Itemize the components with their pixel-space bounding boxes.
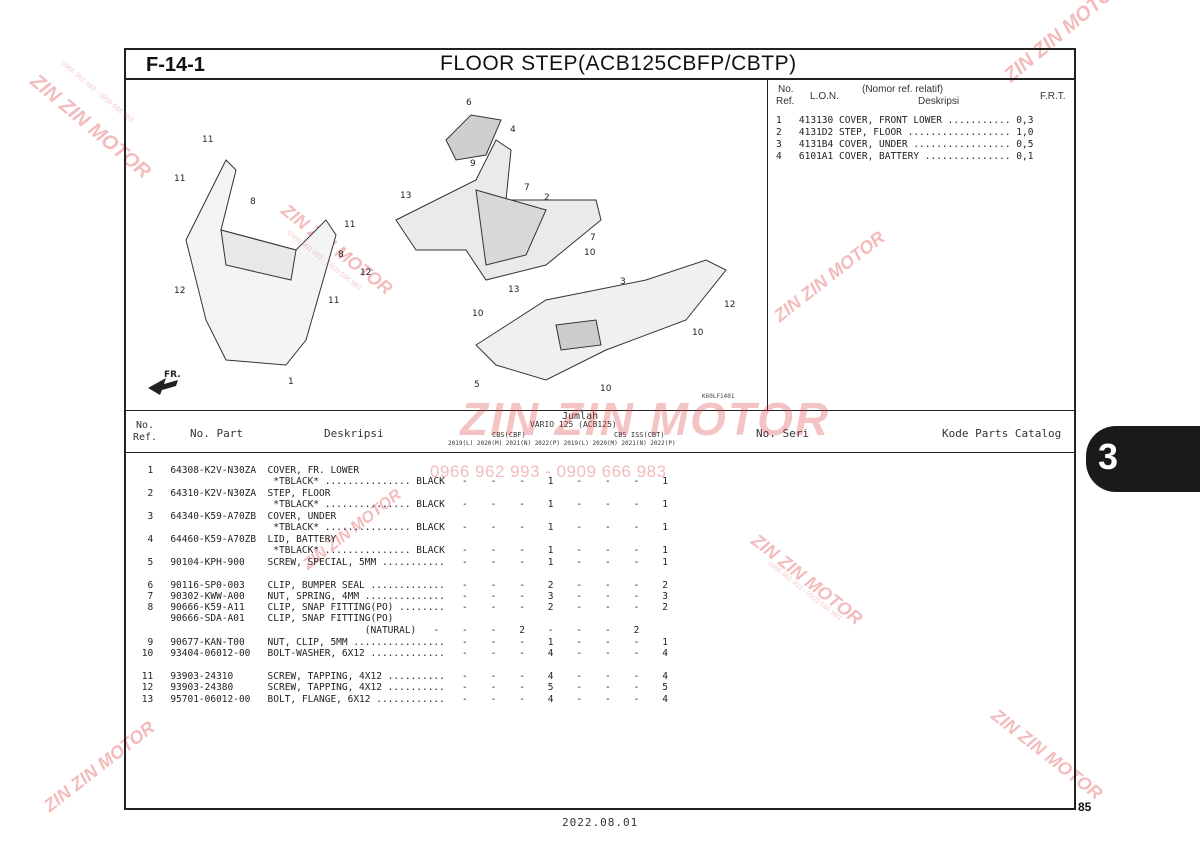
parts-model: VARIO 125 (ACB125)	[530, 420, 617, 429]
parts-col-jumlah: Jumlah	[562, 411, 599, 422]
horizontal-divider	[124, 410, 1076, 411]
table-row: 10 93404-06012-00 BOLT-WASHER, 6X12 ....…	[136, 648, 668, 659]
table-row: 7 90302-KWW-A00 NUT, SPRING, 4MM .......…	[136, 591, 668, 602]
exploded-parts-diagram: FR. K60LF1401 1 2 3 4 5 6 7 7 8 8 9 10 1…	[148, 98, 735, 400]
table-row: *TBLACK* ............... BLACK - - - 1 -…	[136, 499, 668, 510]
parts-col-nopart: No. Part	[190, 427, 243, 440]
callout: 11	[202, 135, 213, 145]
table-row: 11 93903-24310 SCREW, TAPPING, 4X12 ....…	[136, 671, 668, 682]
fr-label: FR.	[164, 370, 181, 380]
print-date: 2022.08.01	[562, 816, 639, 829]
parts-header-divider	[124, 452, 1076, 453]
lon-row: 2 4131D2 STEP, FLOOR .................. …	[776, 127, 1034, 138]
lon-col-lon: L.O.N.	[810, 91, 839, 102]
parts-col-noseri: No. Seri	[756, 427, 809, 440]
parts-col-ref: Ref.	[133, 432, 158, 443]
section-tab	[1086, 426, 1200, 492]
page-title: FLOOR STEP(ACB125CBFP/CBTP)	[440, 52, 797, 75]
table-row: *TBLACK* ............... BLACK - - - 1 -…	[136, 522, 668, 533]
section-code: F-14-1	[146, 54, 205, 76]
page-number: 85	[1078, 800, 1092, 814]
lon-col-deskripsi: Deskripsi	[918, 96, 960, 107]
vertical-divider	[767, 78, 768, 411]
parts-col-kode: Kode Parts Catalog	[942, 427, 1062, 440]
callout: 2	[544, 193, 550, 203]
table-row: 3 64340-K59-A70ZB COVER, UNDER	[136, 511, 337, 522]
watermark-brand-large: ZIN ZIN MOTOR	[460, 393, 831, 445]
lon-col-nomor: (Nomor ref. relatif)	[862, 84, 944, 95]
table-row: 5 90104-KPH-900 SCREW, SPECIAL, 5MM ....…	[136, 557, 668, 568]
table-row: 12 93903-24380 SCREW, TAPPING, 4X12 ....…	[136, 682, 668, 693]
callout: 5	[474, 380, 480, 390]
callout: 11	[174, 174, 185, 184]
callout: 13	[508, 285, 519, 295]
table-row: 9 90677-KAN-T00 NUT, CLIP, 5MM .........…	[136, 637, 668, 648]
callout: 13	[400, 191, 411, 201]
parts-cbs-cbf: CBS(CBF)	[492, 431, 526, 439]
callout: 3	[620, 277, 626, 287]
lon-col-no: No.	[778, 84, 794, 95]
table-row: 4 64460-K59-A70ZB LID, BATTERY	[136, 534, 337, 545]
parts-cbs-iss: CBS ISS(CBT)	[614, 431, 665, 439]
parts-col-deskripsi: Deskripsi	[324, 427, 384, 440]
table-row: 2 64310-K2V-N30ZA STEP, FLOOR	[136, 488, 331, 499]
table-row: 1 64308-K2V-N30ZA COVER, FR. LOWER	[136, 465, 360, 476]
callout: 12	[360, 268, 371, 278]
callout: 1	[288, 377, 294, 387]
diagram-code: K60LF1401	[702, 393, 735, 400]
lon-row: 4 6101A1 COVER, BATTERY ............... …	[776, 151, 1034, 162]
callout: 6	[466, 98, 472, 108]
callout: 12	[174, 286, 185, 296]
title-divider	[124, 78, 1076, 80]
callout: 7	[524, 183, 530, 193]
parts-years: 2019(L) 2020(M) 2021(N) 2022(P) 2019(L) …	[448, 440, 676, 447]
callout: 8	[250, 197, 256, 207]
lon-col-ref: Ref.	[776, 96, 795, 107]
callout: 11	[328, 296, 339, 306]
callout: 9	[470, 159, 476, 169]
table-row: *TBLACK* ............... BLACK - - - 1 -…	[136, 545, 668, 556]
callout: 4	[510, 125, 516, 135]
callout: 7	[590, 233, 596, 243]
table-row: 6 90116-SP0-003 CLIP, BUMPER SEAL ......…	[136, 580, 668, 591]
page-frame	[124, 48, 1076, 810]
table-row: *TBLACK* ............... BLACK - - - 1 -…	[136, 476, 668, 487]
lon-row: 3 4131B4 COVER, UNDER ................. …	[776, 139, 1034, 150]
parts-col-no: No.	[136, 420, 155, 431]
callout: 12	[724, 300, 735, 310]
section-number: 3	[1098, 436, 1119, 477]
callout: 10	[472, 309, 484, 319]
watermark-phone: 0966 962 993 - 0909 666 983	[430, 462, 667, 481]
lon-col-frt: F.R.T.	[1040, 91, 1066, 102]
callout: 11	[344, 220, 355, 230]
table-row: (NATURAL) - - - 2 - - - 2	[136, 625, 640, 636]
callout: 10	[584, 248, 596, 258]
table-row: 13 95701-06012-00 BOLT, FLANGE, 6X12 ...…	[136, 694, 668, 705]
table-row: 90666-SDA-A01 CLIP, SNAP FITTING(PO)	[136, 613, 394, 624]
callout: 10	[600, 384, 612, 394]
callout: 8	[338, 250, 344, 260]
callout: 10	[692, 328, 704, 338]
lon-row: 1 413130 COVER, FRONT LOWER ........... …	[776, 115, 1034, 126]
table-row: 8 90666-K59-A11 CLIP, SNAP FITTING(PO) .…	[136, 602, 668, 613]
